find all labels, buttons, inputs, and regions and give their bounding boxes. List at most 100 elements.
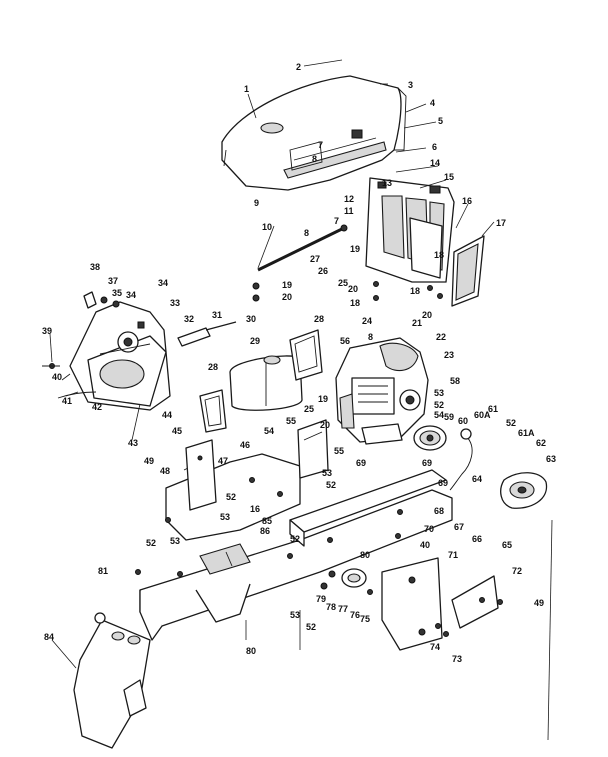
callout-52a: 53	[434, 388, 444, 398]
callout-20a: 20	[348, 284, 358, 294]
hardware	[135, 281, 503, 637]
main-frame	[139, 489, 453, 641]
front-bracket	[73, 612, 151, 749]
tank-strap-left	[199, 389, 227, 433]
callout-68: 69	[438, 478, 448, 488]
engine-pulley	[413, 425, 447, 451]
callout-21: 21	[412, 318, 422, 328]
callout-49: 48	[160, 466, 170, 476]
callout-23: 23	[444, 350, 454, 360]
side-screen	[451, 235, 485, 307]
callout-51b: 52	[506, 418, 516, 428]
callout-48: 47	[218, 456, 228, 466]
callout-33: 33	[170, 298, 180, 308]
callout-26: 26	[318, 266, 328, 276]
fuel-tank	[229, 355, 303, 411]
callout-16: 16	[462, 196, 472, 206]
ignition-parts	[42, 291, 120, 369]
frame-upper-channel	[289, 469, 447, 547]
callout-12: 12	[344, 194, 354, 204]
callout-20d: 20	[320, 420, 330, 430]
callout-5: 5	[438, 116, 443, 126]
callout-37: 35	[112, 288, 122, 298]
callout-54: 55	[286, 416, 296, 426]
callout-52b: 53	[322, 468, 332, 478]
engine-mount-bracket	[297, 419, 329, 479]
callout-67: 68	[434, 506, 444, 516]
hood	[221, 75, 407, 191]
callout-11: 11	[344, 206, 354, 216]
callout-4: 4	[430, 98, 435, 108]
callout-85: 81	[98, 566, 108, 576]
callout-7: 7	[318, 140, 323, 150]
callout-86: 84	[44, 632, 54, 642]
callout-45: 44	[162, 410, 172, 420]
callout-27: 27	[310, 254, 320, 264]
callout-76: 75	[360, 614, 370, 624]
leader-lines	[49, 59, 553, 741]
callout-29: 29	[250, 336, 260, 346]
callout-53b: 54	[434, 410, 444, 420]
callout-87: 85	[262, 516, 272, 526]
callout-60A: 61	[488, 404, 498, 414]
callout-81: 80	[360, 550, 370, 560]
callout-3: 3	[408, 80, 413, 90]
callout-24: 24	[362, 316, 372, 326]
callout-20c: 20	[422, 310, 432, 320]
callout-14: 14	[430, 158, 440, 168]
callout-19c: 19	[318, 394, 328, 404]
callout-51f: 52	[290, 534, 300, 544]
callout-75: 74	[430, 642, 440, 652]
callout-41b: 40	[420, 540, 430, 550]
callout-9: 9	[254, 198, 259, 208]
callout-57: 58	[450, 376, 460, 386]
callout-59: 60	[458, 416, 468, 426]
callout-8: 8	[312, 154, 317, 164]
callout-77: 76	[350, 610, 360, 620]
callout-8c: 8	[368, 332, 373, 342]
callout-7b: 7	[334, 216, 339, 226]
callout-41a: 40	[52, 372, 62, 382]
callout-34: 34	[158, 278, 168, 288]
support-rod	[257, 224, 348, 272]
callout-70: 69	[356, 458, 366, 468]
callout-1: 1	[244, 84, 249, 94]
callout-60: 60A	[474, 410, 491, 420]
callout-65: 66	[472, 534, 482, 544]
callout-19a: 19	[350, 244, 360, 254]
callout-62: 63	[546, 454, 556, 464]
left-bracket	[185, 439, 217, 511]
callout-25b: 25	[304, 404, 314, 414]
callout-52e: 53	[290, 610, 300, 620]
callout-17: 17	[496, 218, 506, 228]
callout-43: 42	[92, 402, 102, 412]
callout-39: 38	[90, 262, 100, 272]
side-plate-right	[451, 575, 499, 629]
callout-16b: 16	[250, 504, 260, 514]
callout-18c: 18	[410, 286, 420, 296]
callout-42: 41	[62, 396, 72, 406]
callout-18b: 18	[350, 298, 360, 308]
callout-19b: 19	[282, 280, 292, 290]
dash-panel	[69, 301, 171, 411]
callout-28b: 28	[208, 362, 218, 372]
callout-51e: 52	[146, 538, 156, 548]
callout-61: 61A	[518, 428, 535, 438]
callout-10: 10	[262, 222, 272, 232]
callout-2: 2	[296, 62, 301, 72]
callout-47: 46	[240, 440, 250, 450]
callout-79: 78	[326, 602, 336, 612]
pulley-assembly	[320, 568, 373, 595]
callout-52d: 53	[170, 536, 180, 546]
callout-74: 73	[452, 654, 462, 664]
callout-78: 77	[338, 604, 348, 614]
callout-51c: 52	[326, 480, 336, 490]
callout-88: 86	[260, 526, 270, 536]
callout-31: 31	[212, 310, 222, 320]
callout-15: 15	[444, 172, 454, 182]
side-plate-left	[381, 557, 443, 651]
callout-61A: 62	[536, 438, 546, 448]
exhaust-pipe	[449, 428, 473, 491]
